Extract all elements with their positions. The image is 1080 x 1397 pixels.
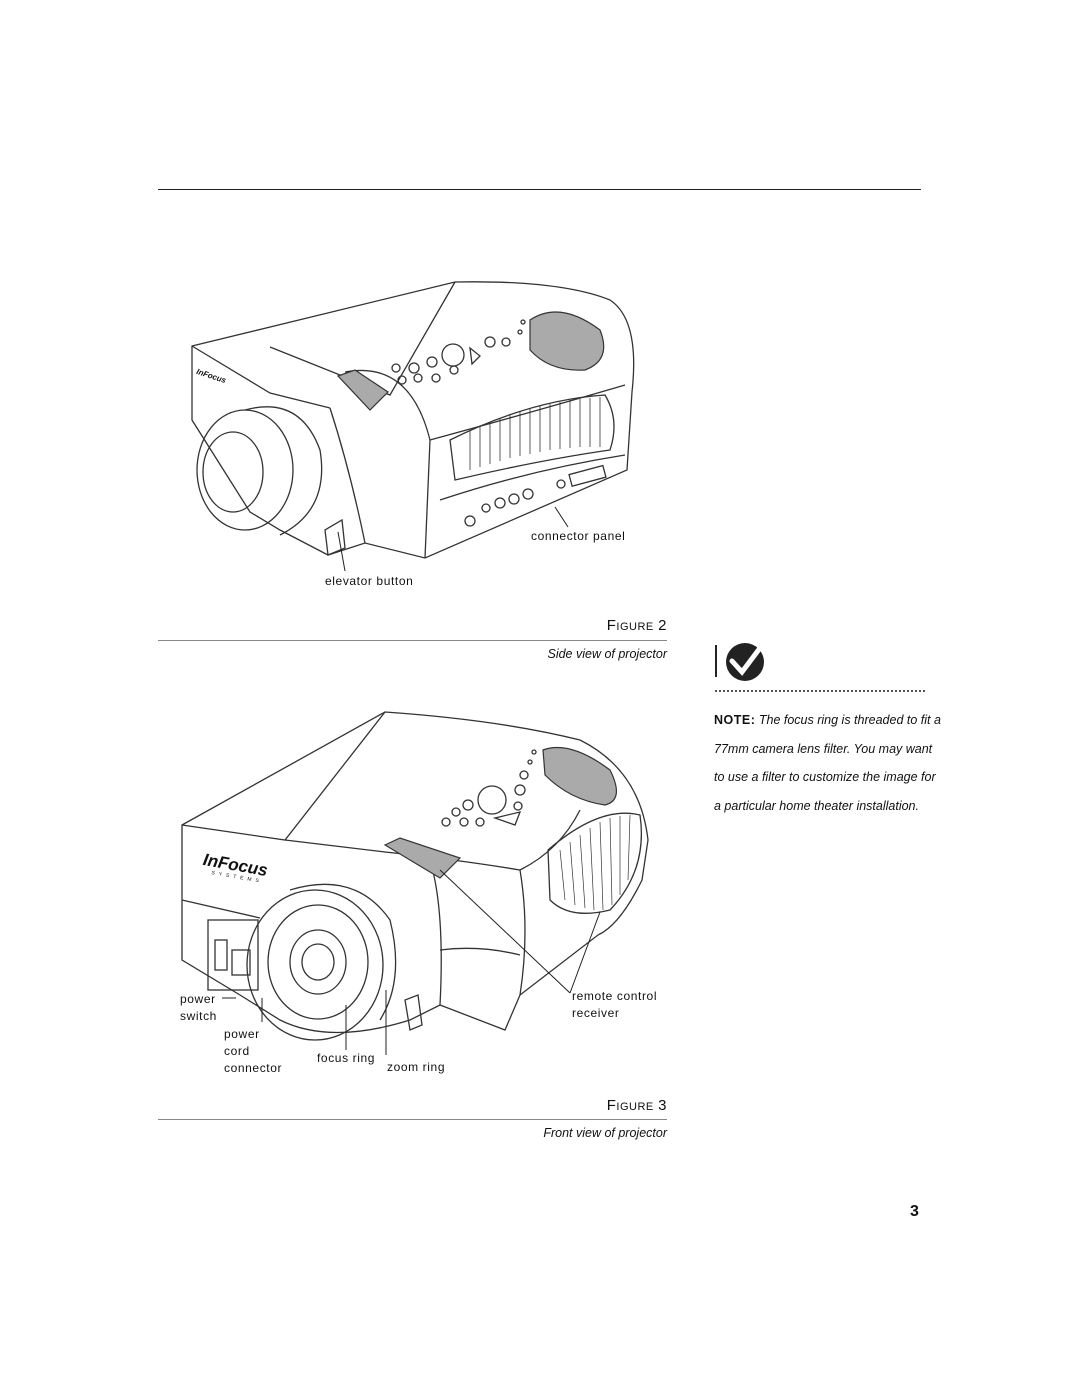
remote-receiver-shape <box>336 369 389 411</box>
header-rule <box>158 189 921 190</box>
page-number: 3 <box>910 1203 919 1220</box>
front-remote-receiver-shape <box>383 837 462 879</box>
figure-2-label: FIGURE 2 <box>606 617 667 634</box>
callout-power-switch: power switch <box>180 992 217 1023</box>
top-window-shape <box>529 311 605 371</box>
callout-elevator-button: elevator button <box>325 574 414 588</box>
callout-connector-panel: connector panel <box>531 529 626 543</box>
note-divider <box>715 690 925 692</box>
note-body: The focus ring is threaded to fit a 77mm… <box>714 713 941 813</box>
note-label: NOTE: <box>714 713 756 727</box>
front-view-projector-drawing <box>181 711 649 1041</box>
side-view-projector-drawing <box>191 281 635 559</box>
note-text: NOTE: The focus ring is threaded to fit … <box>714 706 944 820</box>
front-top-window-shape <box>542 746 617 806</box>
callout-remote-control-receiver: remote control receiver <box>572 989 658 1020</box>
remote-control-leader-1 <box>439 869 571 994</box>
callout-focus-ring: focus ring <box>317 1051 376 1065</box>
callout-power-cord-connector: power cord connector <box>224 1027 283 1075</box>
callout-zoom-ring: zoom ring <box>387 1060 446 1074</box>
figure-3-caption: Front view of projector <box>543 1126 667 1140</box>
elevator-button-leader <box>337 531 346 572</box>
figure-3-label: FIGURE 3 <box>606 1097 667 1114</box>
connector-panel-leader <box>554 506 569 528</box>
remote-control-leader-2 <box>569 911 601 994</box>
figure-3-rule <box>158 1119 667 1120</box>
figure-2-caption: Side view of projector <box>547 647 667 661</box>
figure-2-rule <box>158 640 667 641</box>
note-check-icon <box>715 643 764 681</box>
